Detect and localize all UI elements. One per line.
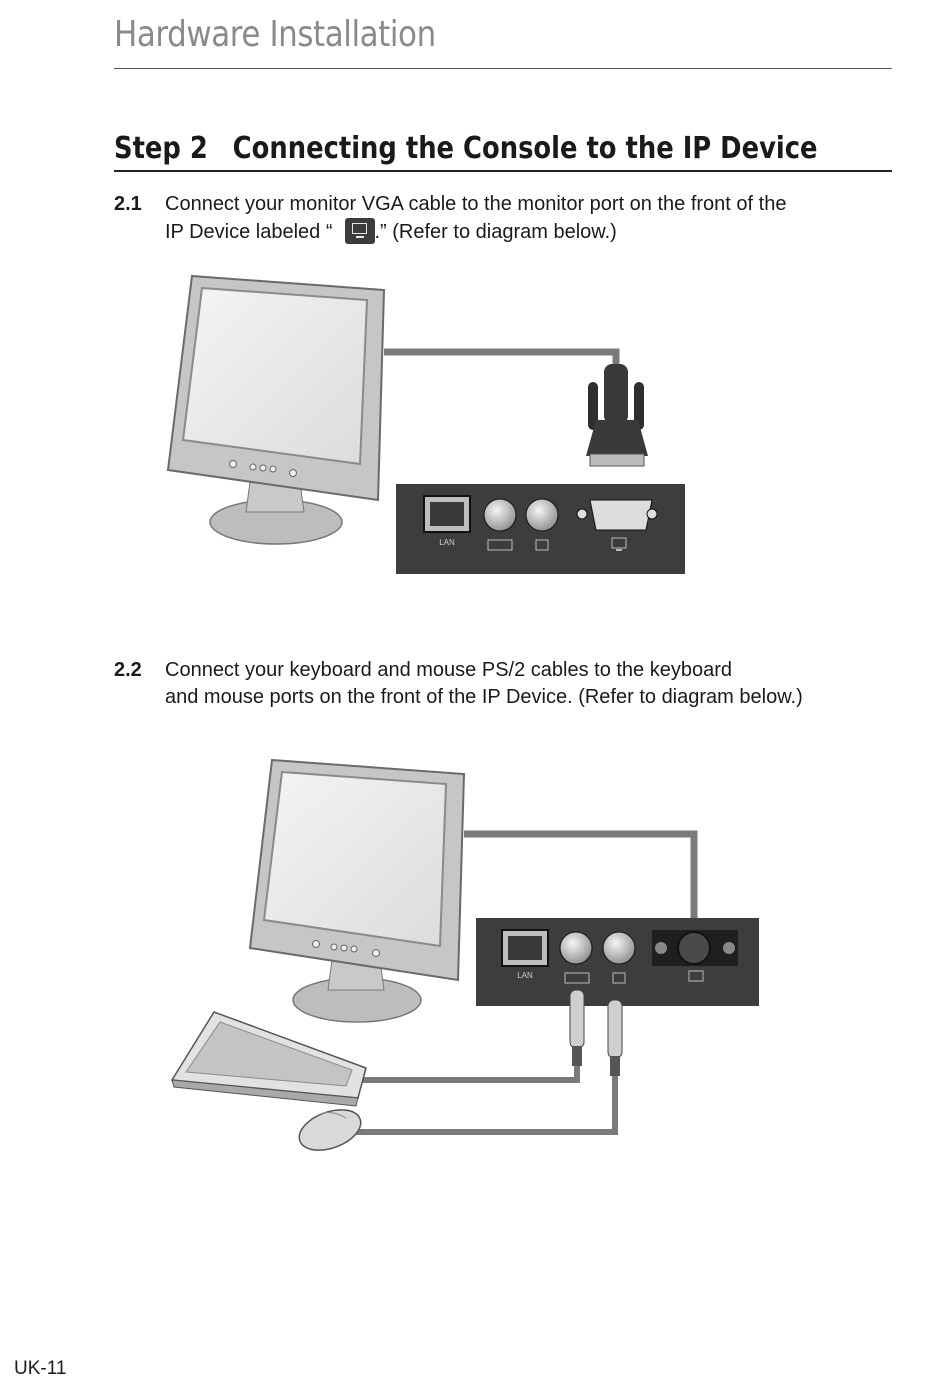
vga-cable xyxy=(384,348,620,368)
instruction-line-2-start: IP Device labeled “ xyxy=(165,221,333,243)
instruction-line-2-end: .” (Refer to diagram below.) xyxy=(374,221,617,243)
header-divider xyxy=(114,68,892,69)
mouse-illustration xyxy=(298,1109,362,1151)
page-number: UK-11 xyxy=(14,1358,67,1379)
instruction-2-2: 2.2 Connect your keyboard and mouse PS/2… xyxy=(114,657,904,717)
ip-device-front-panel: LAN xyxy=(476,918,759,1006)
instruction-text: Connect your keyboard and mouse PS/2 cab… xyxy=(165,657,895,711)
lan-port-label: LAN xyxy=(517,971,533,980)
step-divider xyxy=(114,170,892,172)
keyboard-illustration xyxy=(170,1011,367,1107)
monitor-illustration xyxy=(248,758,466,1023)
ps2-mouse-plug xyxy=(607,999,623,1076)
lan-port-label: LAN xyxy=(439,538,455,547)
instruction-text: Connect your monitor VGA cable to the mo… xyxy=(165,191,895,246)
vga-connection-diagram: LAN xyxy=(166,274,685,574)
ps2-keyboard-plug xyxy=(569,989,585,1066)
section-header-title: Hardware Installation xyxy=(114,14,436,55)
monitor-icon xyxy=(344,218,375,244)
instruction-line-1: Connect your monitor VGA cable to the mo… xyxy=(165,193,787,215)
ps2-connection-diagram: LAN xyxy=(170,758,759,1151)
mouse-cable xyxy=(356,1076,618,1135)
ip-device-front-panel: LAN xyxy=(396,484,685,574)
step-title-text: Connecting the Console to the IP Device xyxy=(232,131,818,166)
instruction-number: 2.2 xyxy=(114,659,142,681)
vga-cable xyxy=(464,830,698,930)
monitor-illustration xyxy=(166,274,386,545)
instruction-2-1: 2.1 Connect your monitor VGA cable to th… xyxy=(114,191,904,251)
vga-plug xyxy=(586,364,648,467)
keyboard-cable xyxy=(362,1066,580,1083)
step-number: Step 2 xyxy=(114,131,208,166)
instruction-line-1: Connect your keyboard and mouse PS/2 cab… xyxy=(165,659,733,681)
instruction-number: 2.1 xyxy=(114,193,142,215)
step-heading: Step 2 Connecting the Console to the IP D… xyxy=(114,131,818,166)
instruction-line-2: IP Device labeled “ .” (Refer to diagram … xyxy=(165,218,895,246)
instruction-line-2: and mouse ports on the front of the IP D… xyxy=(165,686,803,708)
